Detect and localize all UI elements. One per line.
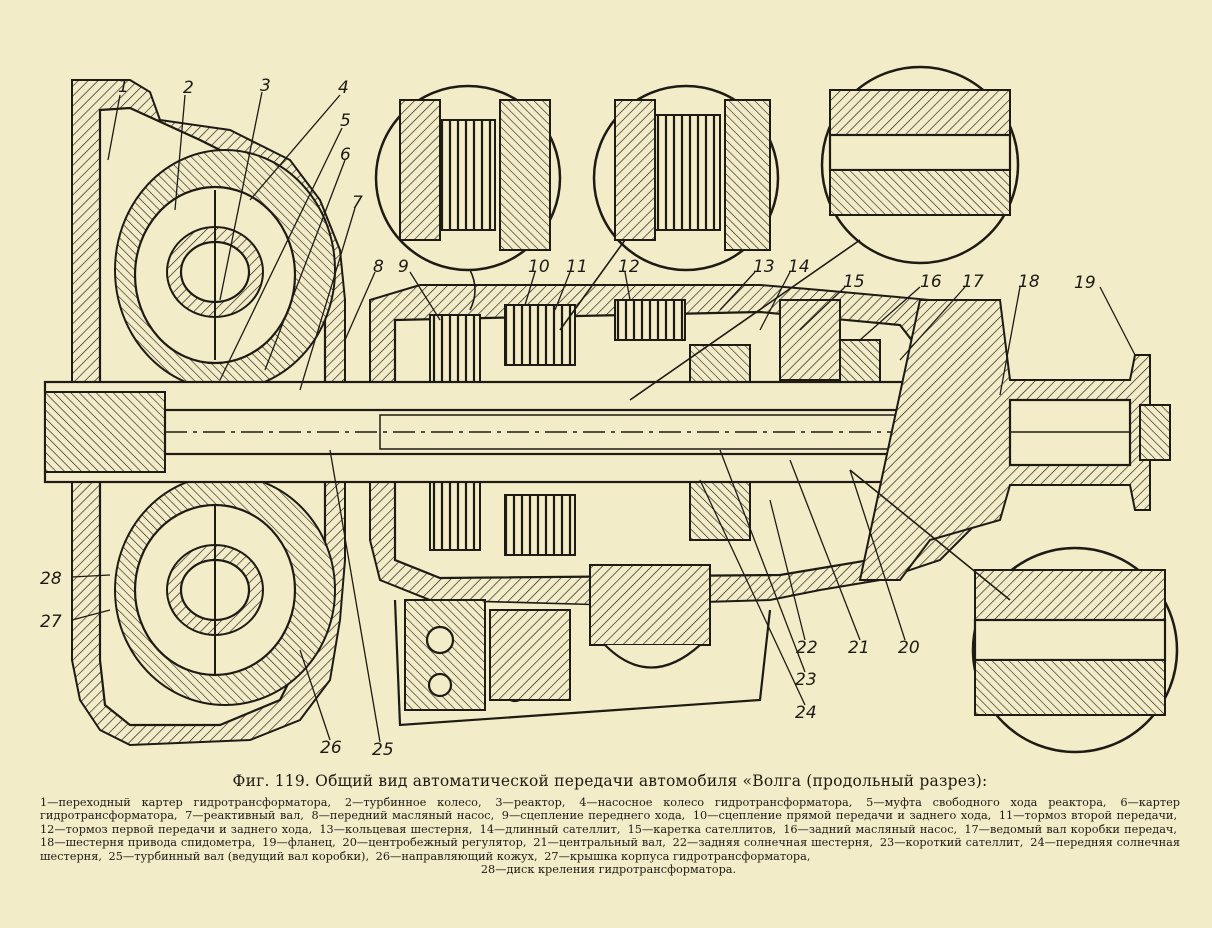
legend-item: 17—ведомый вал коробки передач, <box>964 822 1177 836</box>
callout-14: 14 <box>788 257 810 277</box>
legend-item: 24—передняя солнечная шестерня, <box>40 836 1181 863</box>
legend-item: 7—реактивный вал, <box>185 809 304 823</box>
legend-item: 5—муфта свободного хода реактора, <box>866 796 1107 809</box>
legend-item: 1—переходный картер гидротрансформатора, <box>40 796 332 809</box>
legend-item: 13—кольцевая шестерня, <box>319 822 473 836</box>
legend-item: 15—каретка сателлитов, <box>627 822 777 836</box>
legend-item: 14—длинный сателлит, <box>479 822 621 836</box>
callout-11: 11 <box>566 257 588 277</box>
callout-2: 2 <box>183 78 194 98</box>
legend-item: 25—турбинный вал (ведущий вал коробки), <box>108 849 370 863</box>
legend-item: 22—задняя солнечная шестерня, <box>672 836 873 850</box>
callout-19: 19 <box>1074 273 1096 293</box>
oil-pan <box>393 564 772 727</box>
legend-item: 16—задний масляный насос, <box>783 822 958 836</box>
detail-leaders <box>469 239 1011 601</box>
callout-21: 21 <box>848 638 870 658</box>
legend-item: 26—направляющий кожух, <box>375 849 538 863</box>
legend-item: 18—шестерня привода спидометра, <box>40 836 256 850</box>
callout-12: 12 <box>618 257 640 277</box>
callout-10: 10 <box>528 257 550 277</box>
callout-26: 26 <box>320 738 342 758</box>
callout-13: 13 <box>753 257 775 277</box>
callout-3: 3 <box>260 76 271 96</box>
legend-item: 20—центробежный регулятор, <box>342 836 527 850</box>
main-shaft <box>43 380 1047 484</box>
legend-item: 4—насосное колесо гидротрансформатора, <box>579 796 853 809</box>
callout-28: 28 <box>40 569 62 589</box>
legend-item: 12—тормоз первой передачи и заднего хода… <box>40 822 313 836</box>
transmission-cross-section-drawing: 1 2 3 4 5 6 7 8 9 10 11 12 13 14 15 16 1… <box>40 65 1179 760</box>
detail-circle-4 <box>971 546 1179 754</box>
caption-title: Фиг. 119. Общий вид автоматической перед… <box>232 772 988 790</box>
detail-circle-3 <box>820 65 1020 265</box>
callout-16: 16 <box>920 272 942 292</box>
callout-7: 7 <box>352 193 363 213</box>
callout-5: 5 <box>340 111 351 131</box>
figure-caption: Фиг. 119. Общий вид автоматической перед… <box>40 772 1180 876</box>
legend-item: 3—реактор, <box>495 796 566 809</box>
legend-item: 8—передний масляный насос, <box>311 809 495 823</box>
legend-item: 23—короткий сателлит, <box>879 836 1024 850</box>
torque-converter <box>114 149 336 706</box>
legend-item: 11—тормоз второй передачи, <box>998 809 1178 823</box>
callout-20: 20 <box>898 638 920 658</box>
callout-labels: 1 2 3 4 5 6 7 8 9 10 11 12 13 14 15 16 1… <box>40 76 1096 760</box>
legend-item: 19—фланец, <box>262 836 336 850</box>
callout-4: 4 <box>338 78 349 98</box>
legend-item-last: 28—диск креления гидротрансформатора. <box>480 863 737 877</box>
callout-9: 9 <box>398 257 409 277</box>
legend-item: 21—центральный вал, <box>533 836 666 850</box>
legend-item: 2—турбинное колесо, <box>344 796 482 809</box>
output-flange <box>858 299 1171 581</box>
callout-22: 22 <box>796 638 818 658</box>
callout-24: 24 <box>795 703 817 723</box>
caption-legend: 1—переходный картер гидротрансформатора,… <box>40 796 1180 876</box>
callout-17: 17 <box>962 272 984 292</box>
detail-circle-2 <box>592 84 780 272</box>
callout-8: 8 <box>373 257 384 277</box>
callout-27: 27 <box>40 612 62 632</box>
detail-circle-1 <box>374 84 562 272</box>
legend-item: 27—крышка корпуса гидротрансформатора, <box>544 849 811 863</box>
legend-item: 10—сцепление прямой передачи и заднего х… <box>692 809 992 823</box>
callout-23: 23 <box>795 670 817 690</box>
callout-25: 25 <box>372 740 394 760</box>
callout-18: 18 <box>1018 272 1040 292</box>
legend-item: 9—сцепление переднего хода, <box>501 809 686 823</box>
callout-leaders <box>71 91 1136 743</box>
callout-1: 1 <box>118 77 129 97</box>
legend-item: 6—картер гидротрансформатора, <box>40 796 1180 823</box>
callout-15: 15 <box>843 272 865 292</box>
callout-6: 6 <box>340 145 351 165</box>
